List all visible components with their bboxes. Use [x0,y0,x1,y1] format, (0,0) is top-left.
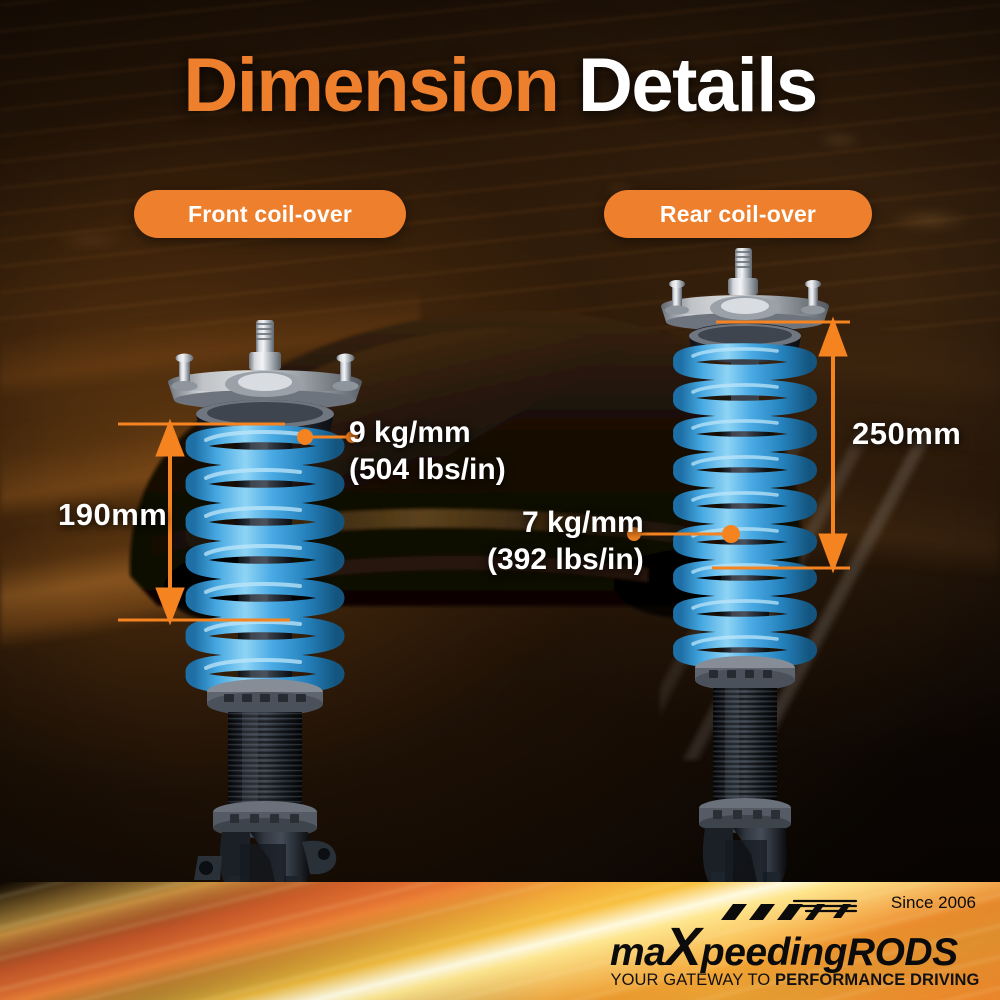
since-label: Since 2006 [890,893,976,912]
rear-length-label: 250mm [852,416,962,451]
brand-wordmark: maXpeedingRODS [610,920,958,974]
rear-rate-imperial: (392 lbs/in) [487,542,644,576]
brand-tagline: YOUR GATEWAY TO PERFORMANCE DRIVING [610,971,980,990]
badge-front-label: Front coil-over [187,200,352,227]
front-rate-imperial: (504 lbs/in) [349,452,506,486]
badge-rear-coilover: Rear coil-over [604,190,872,238]
badge-rear-label: Rear coil-over [659,200,817,227]
page-title: Dimension Details [0,48,1000,124]
tagline-light: YOUR GATEWAY TO [610,971,771,989]
front-coilover-shock-absorber [168,320,362,890]
brand-logo: Since 2006 maXpeedingRODS [610,893,980,990]
page-title-highlight: Dimension [183,43,560,128]
brand-max: ma [610,931,666,974]
page-title-secondary: Details [577,43,818,128]
footer-band: Since 2006 maXpeedingRODS [0,882,1000,1000]
badge-front-coilover: Front coil-over [134,190,406,238]
front-spring-rate-callout: 9 kg/mm (504 lbs/in) [349,415,506,488]
rear-spring-rate-callout: 7 kg/mm (392 lbs/in) [487,505,644,578]
front-length-label: 190mm [58,497,168,532]
checkered-flag-icon [721,904,851,920]
brand-peeding: peeding [700,931,848,974]
rear-rate-metric: 7 kg/mm [522,506,644,539]
brand-x: X [665,917,701,977]
rear-coilover-shock-absorber [661,248,829,886]
brand-rods: RODS [846,931,958,974]
tagline-bold: PERFORMANCE DRIVING [775,971,980,989]
front-rate-metric: 9 kg/mm [349,416,471,449]
